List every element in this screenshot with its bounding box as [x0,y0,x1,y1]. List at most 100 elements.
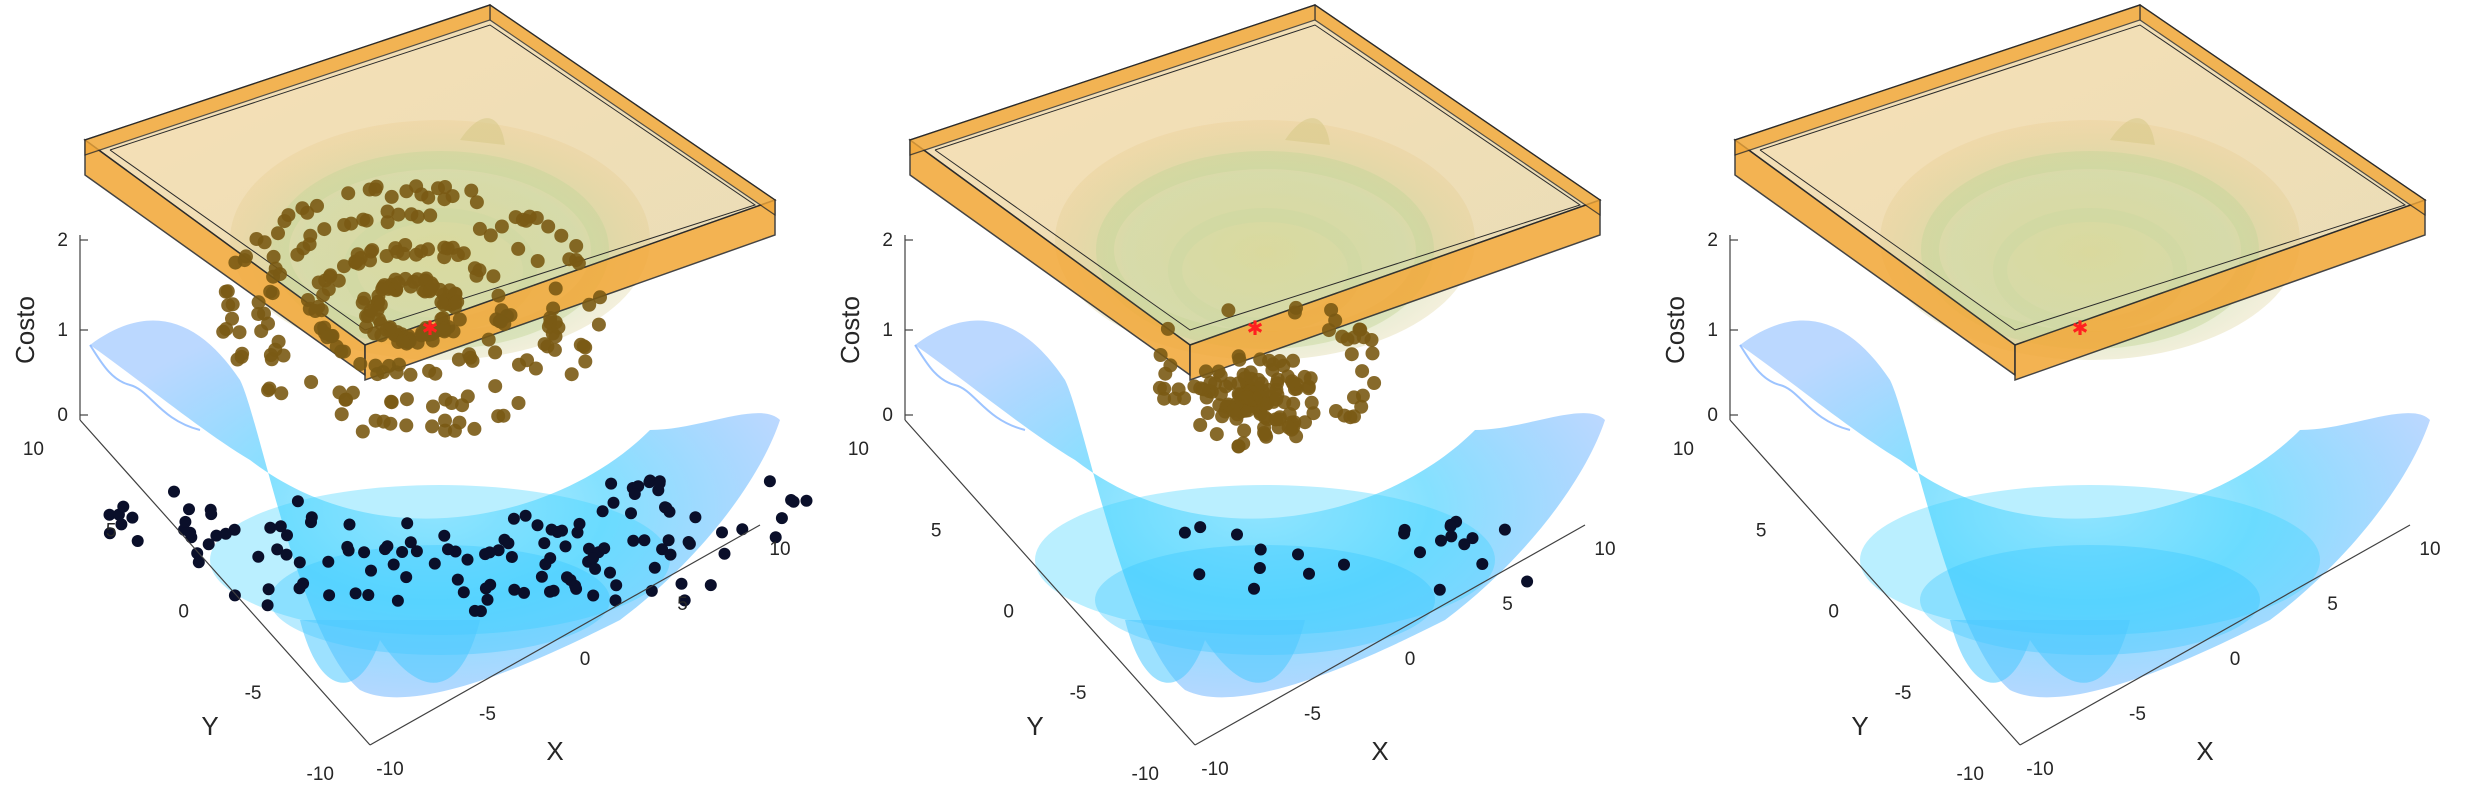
particle-dot [359,319,374,334]
x-tick-label: 10 [769,539,790,560]
particle-dot [1352,322,1367,337]
bounds-box [908,3,1602,382]
particle-dot [545,523,558,536]
particle-dot [1398,527,1411,540]
x-tick-label: 10 [2419,539,2440,560]
particle-dot [332,385,347,400]
particle-dot [682,536,695,548]
particle-dot [763,475,776,488]
x-tick-label: 5 [1502,594,1513,615]
particle-dot [384,189,399,204]
particle-dot [1237,423,1252,438]
y-tick-label: -5 [1070,683,1087,704]
y-tick-label: 0 [178,602,189,623]
particle-dot [638,534,651,547]
particle-dot [598,542,611,555]
particle-dot [1466,532,1479,545]
particle-dot [262,381,277,396]
particle-dot [376,414,391,429]
particle-dot [359,213,374,228]
particle-dot [391,594,404,607]
particle-dot [551,320,566,335]
particle-dot [464,183,479,198]
particle-dot [384,394,399,409]
x-axis-label: X [2196,736,2213,766]
y-axis-label: Y [1851,711,1868,741]
particle-dot [103,527,116,540]
particle-dot [302,237,317,252]
best-point-marker: ✱ [1247,316,1264,340]
z-axis-label: Costo [835,296,865,364]
particle-dot [302,301,317,316]
z-axis-label: Costo [10,296,40,364]
particle-dot [1266,357,1281,372]
y-tick-label: -10 [1132,764,1159,785]
particle-dot [775,512,788,525]
particle-dot [436,322,451,337]
particle-dot [589,562,602,575]
particle-dot [1240,390,1255,405]
y-tick-label: 5 [931,520,942,541]
particle-dot [317,222,332,237]
particle-dot [228,255,243,270]
particle-dot [362,589,375,601]
particle-dot [531,519,544,532]
particle-dot [191,547,204,560]
particle-dot [379,543,391,556]
particle-dot [561,571,573,584]
particle-dot [1445,530,1458,543]
particle-dot [1498,523,1511,536]
particle-dot [467,261,482,276]
particle-dot [438,392,453,407]
particle-dot [262,583,275,596]
particle-dot [349,587,362,600]
particle-dot [380,204,395,219]
particle-dot [469,195,484,210]
particle-dot [502,537,515,550]
particle-dot [219,527,232,540]
particle-dot [410,545,423,558]
particle-dot [511,241,526,256]
particle-dot [304,375,319,389]
particle-dot [410,209,425,224]
particle-dot [344,216,359,231]
x-tick-label: -5 [479,704,496,725]
particle-dot [689,511,702,524]
particle-dot [179,515,192,528]
particle-dot [1158,366,1173,381]
best-point-marker: ✱ [2072,316,2089,340]
particle-dot [461,553,474,566]
particle-dot [573,337,588,352]
particle-dot [1303,371,1318,386]
y-tick-label: 10 [848,439,869,460]
particle-dot [488,379,503,394]
particle-dot [508,583,521,596]
particle-dot [1304,395,1319,410]
particle-dot [295,201,310,216]
particle-dot [293,582,306,595]
particle-dot [1157,391,1172,406]
z-tick-label: 0 [882,405,893,426]
particle-dot [1521,575,1534,588]
particle-dot [529,211,544,225]
particle-dot [539,558,552,571]
particle-dot [251,295,266,310]
particle-dot [479,582,492,595]
x-tick-label: -5 [2129,704,2146,725]
particle-dot [511,396,526,410]
particle-dot [451,573,464,586]
particle-dot [401,517,414,530]
particle-dot [472,221,487,236]
x-axis-label: X [546,736,563,766]
particle-dot [220,284,235,299]
particle-dot [426,399,440,414]
particle-dot [1231,528,1243,541]
particle-dot [507,512,520,525]
particle-dot [610,579,623,592]
particle-dot [718,547,731,560]
particle-dot [391,207,406,222]
particle-dot [1444,520,1457,533]
particle-dot [625,507,637,520]
particle-dot [1338,558,1350,571]
